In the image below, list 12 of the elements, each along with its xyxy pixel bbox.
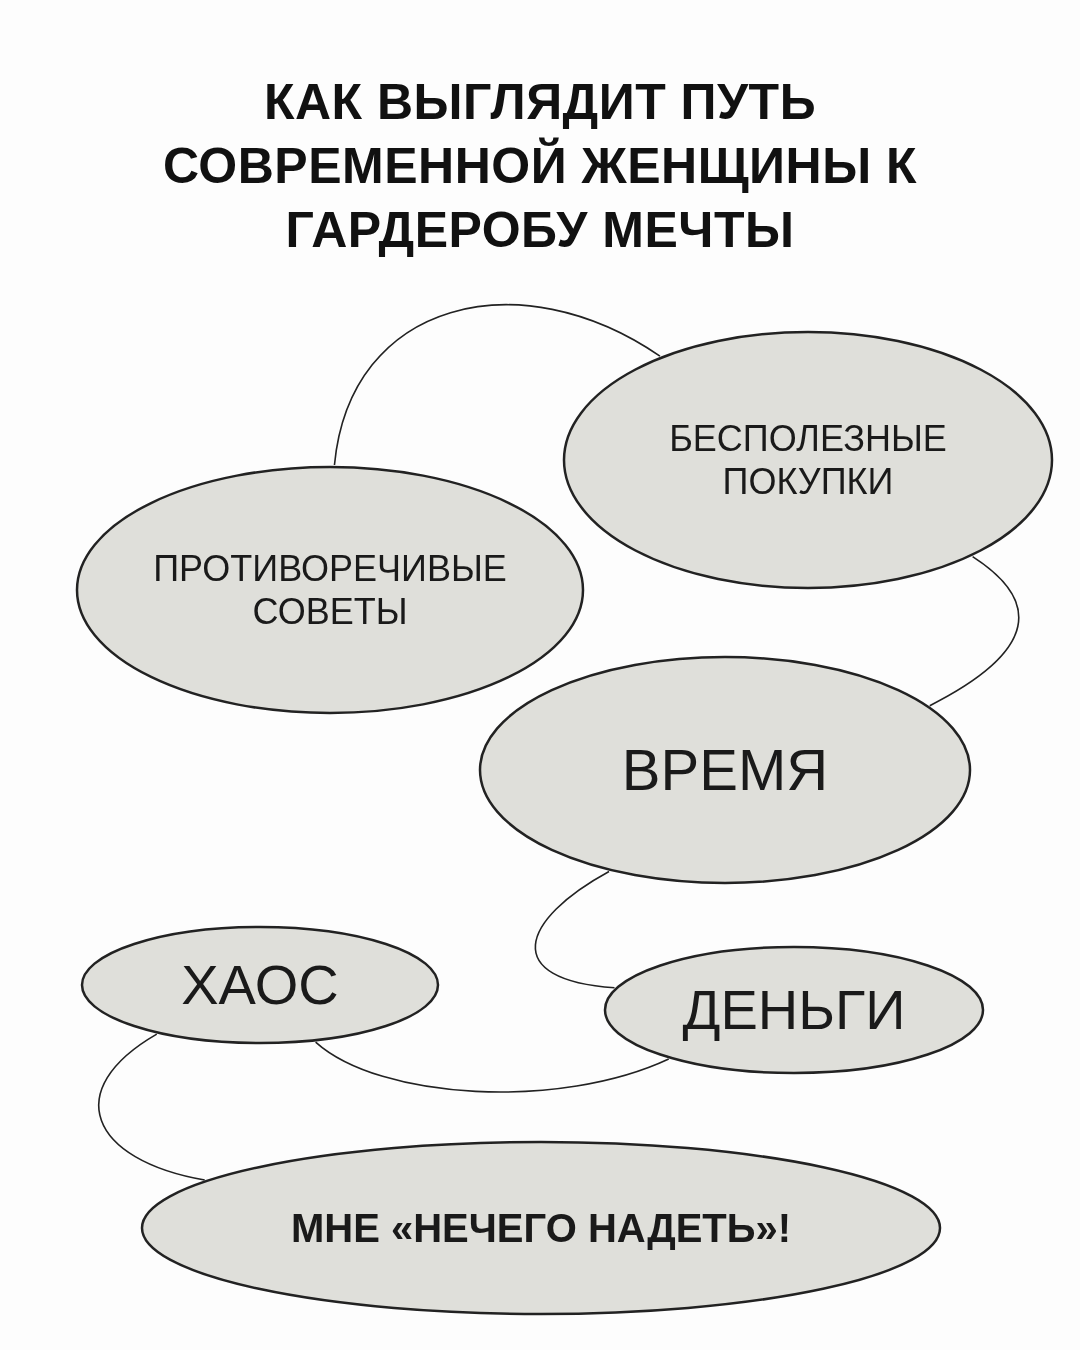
- node-label: МНЕ «НЕЧЕГО НАДЕТЬ»!: [290, 1205, 792, 1252]
- title: КАК ВЫГЛЯДИТ ПУТЬ СОВРЕМЕННОЙ ЖЕНЩИНЫ К ГАРДЕРОБУ МЕЧТЫ: [162, 73, 918, 260]
- node-label: ВРЕМЯ: [621, 736, 829, 805]
- connector-line: [333, 304, 661, 466]
- node-label: ДЕНЬГИ: [682, 977, 906, 1044]
- connector-line: [534, 870, 616, 989]
- node-label: ХАОС: [181, 952, 339, 1019]
- node-label: БЕСПОЛЕЗНЫЕ ПОКУПКИ: [668, 416, 948, 504]
- connector-line: [98, 1033, 206, 1181]
- connector-line: [928, 555, 1020, 707]
- connector-line: [314, 1041, 670, 1093]
- node-label: ПРОТИВОРЕЧИВЫЕ СОВЕТЫ: [152, 546, 508, 634]
